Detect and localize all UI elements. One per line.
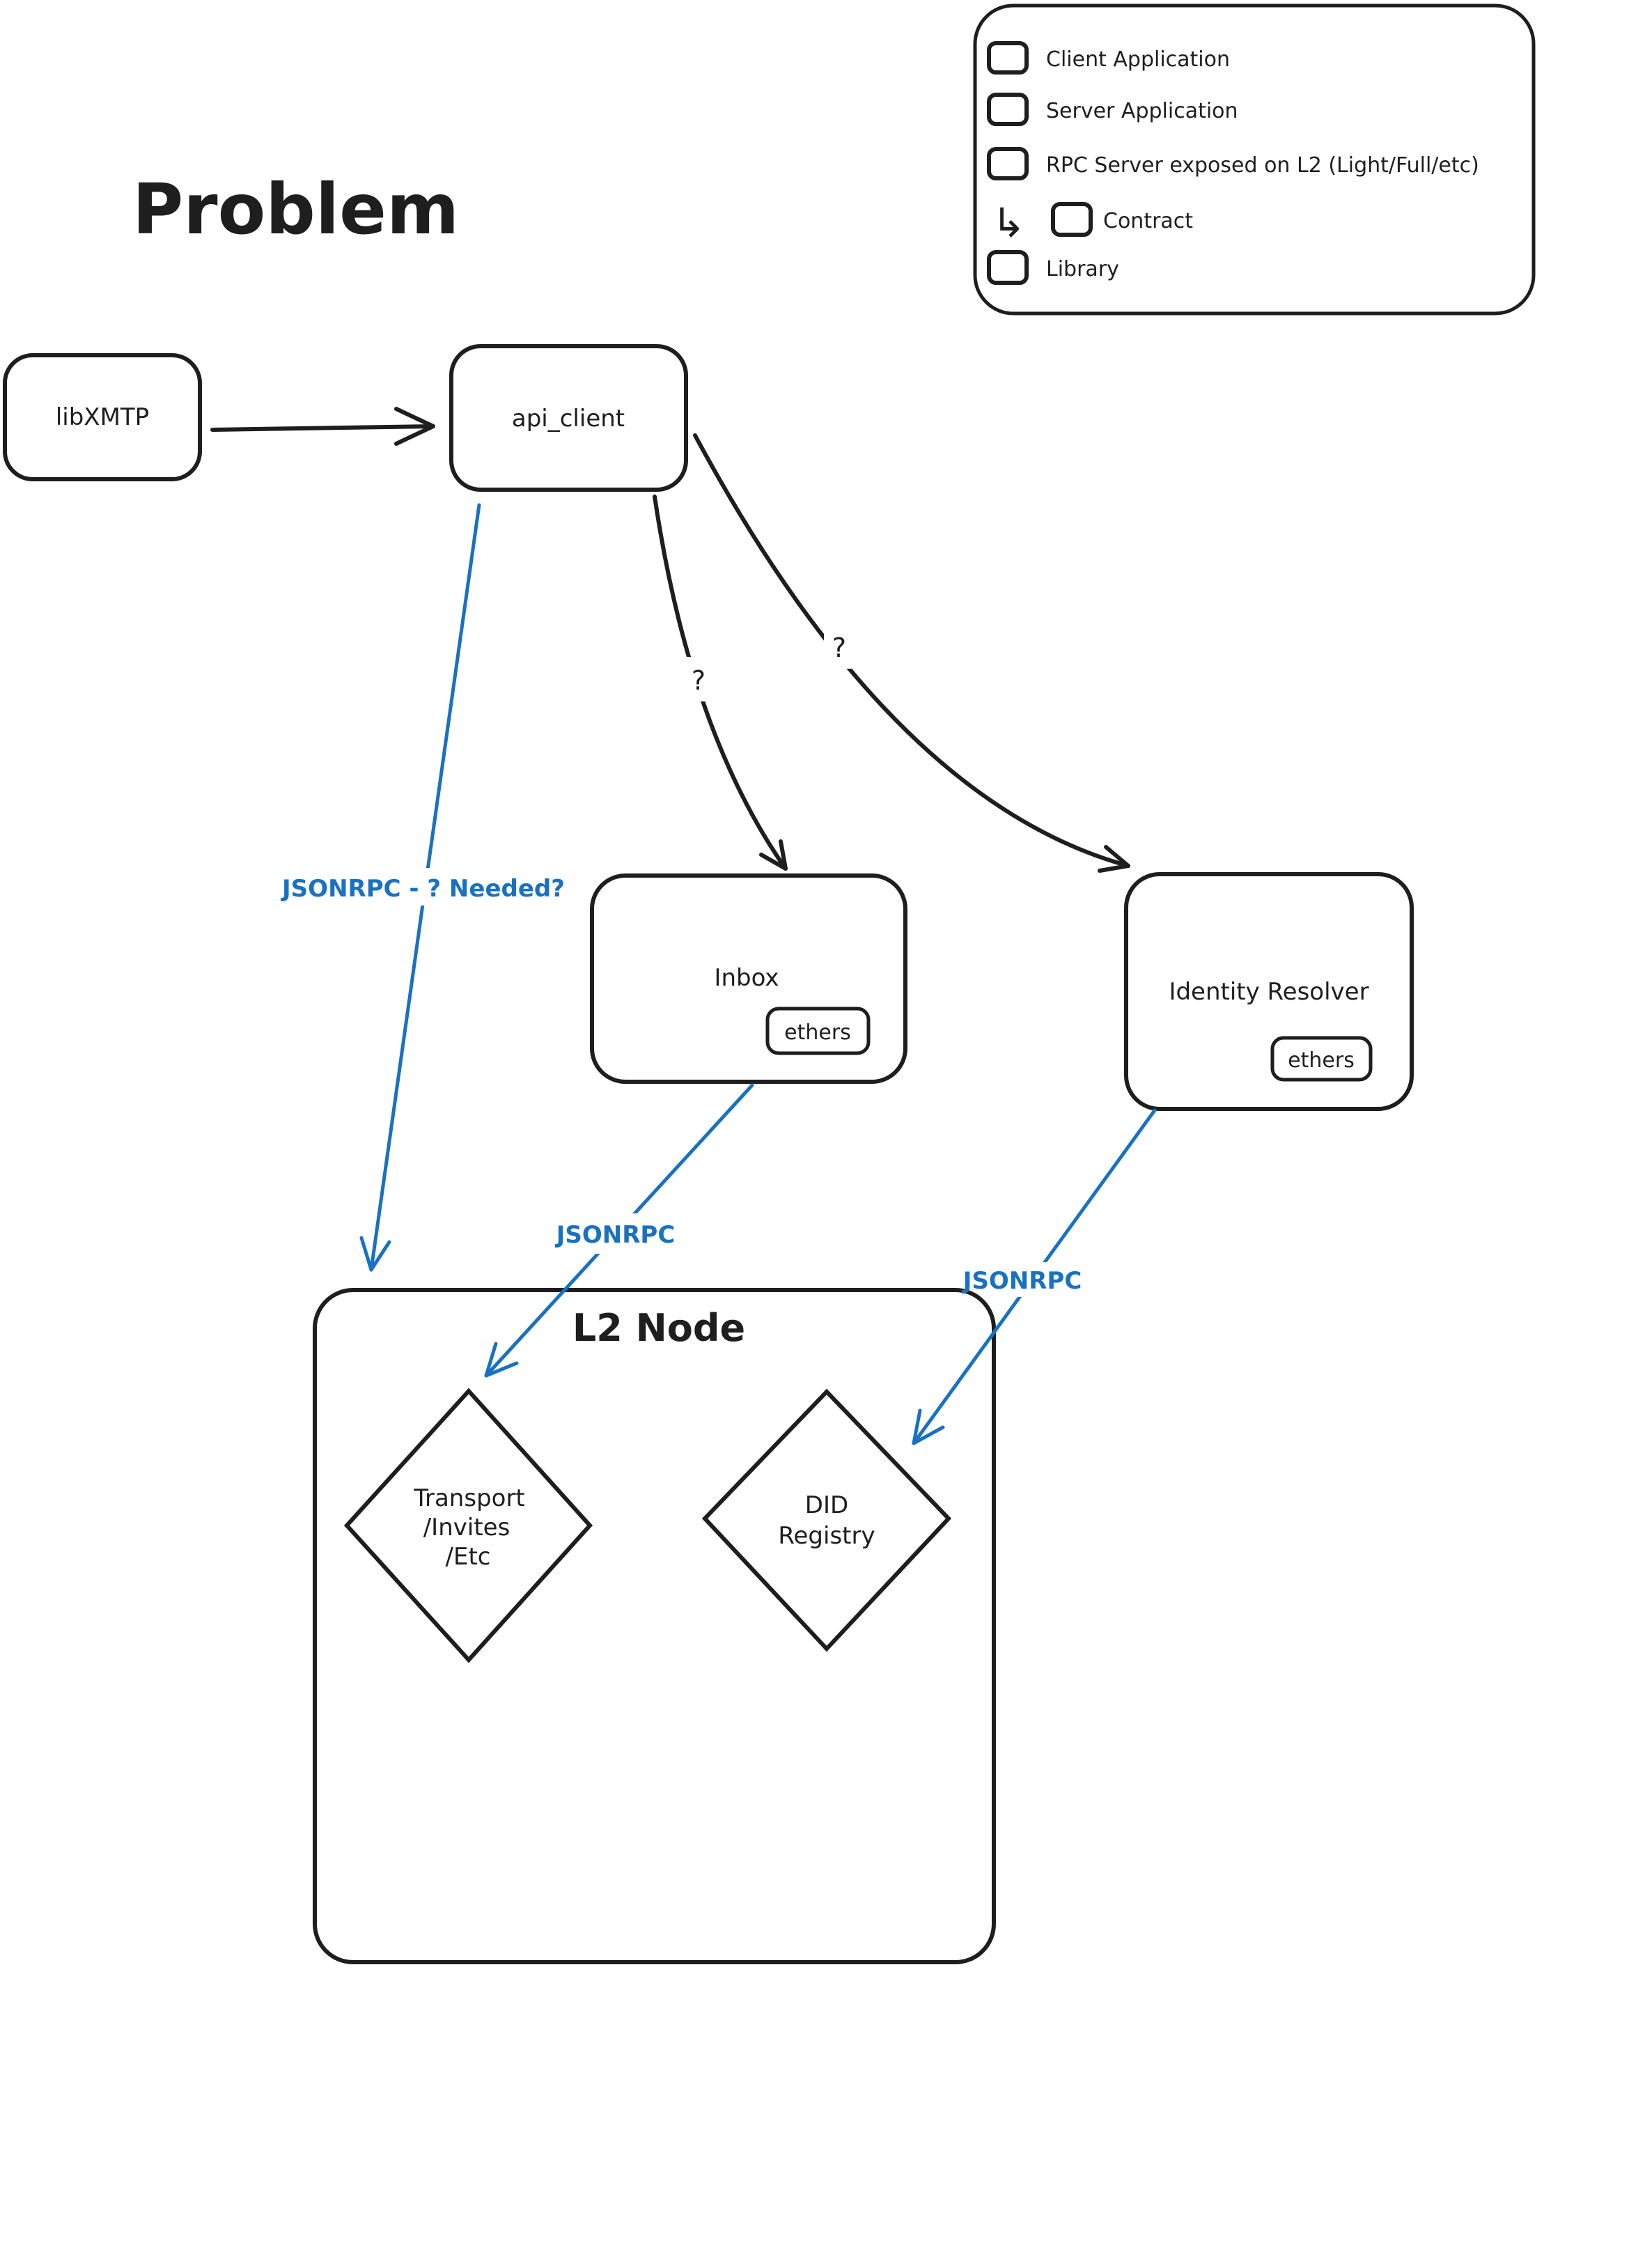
hook-arrow-icon: ↳ (992, 199, 1026, 247)
api-client-box[interactable] (449, 344, 688, 492)
identity-resolver-box[interactable] (1124, 872, 1414, 1111)
arrowhead-icon (359, 1236, 391, 1272)
arrowhead-icon (484, 1342, 519, 1378)
api-client-label: api_client (512, 405, 625, 433)
node-transport-contract[interactable]: Transport /Invites /Etc (343, 1388, 593, 1663)
arrowhead-icon (759, 839, 788, 871)
contract-swatch-icon (1051, 202, 1093, 237)
node-identity-resolver[interactable]: Identity Resolver ethers (1124, 872, 1414, 1111)
identity-resolver-label: Identity Resolver (1169, 978, 1369, 1006)
legend-item-label: Library (1046, 257, 1119, 281)
page-title: Problem (132, 169, 459, 250)
arrowhead-icon (912, 1408, 945, 1445)
inbox-box[interactable] (590, 873, 907, 1084)
edge-label-resolver-l2: JSONRPC (962, 1267, 1082, 1295)
arrowhead-icon (394, 407, 435, 446)
transport-label-line1: Transport (413, 1484, 525, 1512)
identity-resolver-ethers-box[interactable] (1270, 1036, 1373, 1082)
legend: Client Application Server Application RP… (973, 3, 1536, 316)
transport-label-line2: /Invites (423, 1514, 510, 1541)
label-bg (824, 624, 856, 669)
edge-apiclient-to-inbox[interactable] (653, 495, 788, 871)
did-registry-label-line1: DID (805, 1491, 848, 1519)
node-api-client[interactable]: api_client (449, 344, 688, 492)
l2-node-box[interactable] (313, 1288, 996, 1964)
legend-item-label: Contract (1103, 209, 1193, 233)
label-bg (1001, 1262, 1061, 1297)
libxmtp-box[interactable] (3, 353, 202, 481)
libxmtp-label: libXMTP (56, 403, 149, 431)
legend-item-server-application: Server Application (987, 93, 1238, 126)
legend-item-label: Server Application (1046, 99, 1238, 123)
label-bg (390, 868, 461, 906)
did-registry-label-line2: Registry (778, 1522, 875, 1550)
inbox-label: Inbox (714, 964, 779, 992)
edge-apiclient-to-resolver[interactable] (693, 433, 1130, 873)
l2-node-label: L2 Node (572, 1306, 745, 1350)
legend-item-rpc-server: RPC Server exposed on L2 (Light/Full/etc… (987, 147, 1479, 180)
legend-item-client-application: Client Application (987, 41, 1230, 75)
legend-item-contract: ↳ Contract (992, 199, 1193, 247)
inbox-ethers-label: ethers (784, 1020, 851, 1045)
node-libxmtp[interactable]: libXMTP (3, 353, 202, 481)
node-l2[interactable]: L2 Node (313, 1288, 996, 1964)
legend-item-library: Library (987, 250, 1119, 285)
server-application-swatch-icon (987, 93, 1029, 126)
edge-label-api-resolver: ? (832, 632, 846, 663)
node-did-registry-contract[interactable]: DID Registry (701, 1388, 952, 1652)
label-bg (683, 657, 715, 701)
did-registry-diamond[interactable] (701, 1388, 952, 1652)
client-application-swatch-icon (987, 41, 1029, 75)
node-inbox[interactable]: Inbox ethers (590, 873, 907, 1084)
arrowhead-icon (1098, 845, 1130, 873)
label-bg (571, 1213, 662, 1254)
legend-item-label: RPC Server exposed on L2 (Light/Full/etc… (1046, 153, 1479, 178)
inbox-ethers-box[interactable] (765, 1007, 871, 1055)
library-swatch-icon (987, 250, 1029, 285)
edge-label-api-l2: JSONRPC - ? Needed? (281, 875, 565, 903)
edge-libxmtp-to-apiclient[interactable] (210, 407, 435, 446)
legend-box[interactable] (973, 3, 1536, 316)
legend-item-label: Client Application (1046, 47, 1230, 72)
edge-label-api-inbox: ? (692, 665, 705, 696)
identity-resolver-ethers-label: ethers (1288, 1048, 1355, 1073)
rpc-server-swatch-icon (987, 147, 1029, 180)
edge-label-inbox-l2: JSONRPC (555, 1221, 676, 1249)
transport-label-line3: /Etc (446, 1543, 491, 1571)
transport-diamond[interactable] (343, 1388, 593, 1663)
